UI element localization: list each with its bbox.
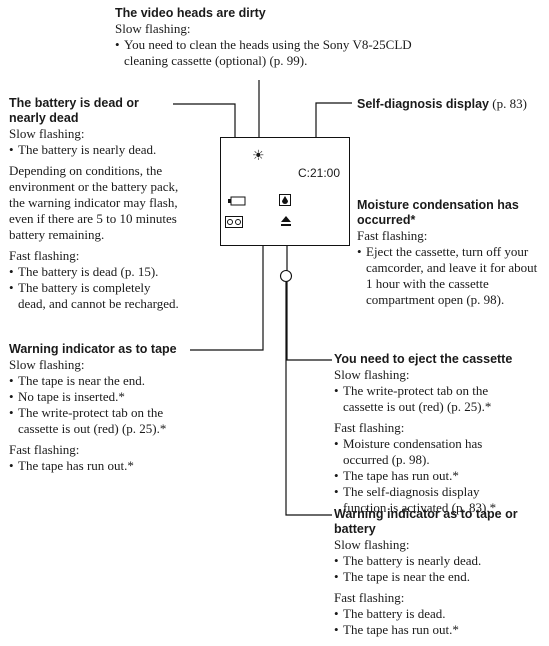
tape-icon bbox=[225, 216, 243, 230]
battery-dead-section: The battery is dead or nearly dead Slow … bbox=[9, 96, 179, 312]
list-item: Eject the cassette, turn off your camcor… bbox=[357, 244, 542, 308]
eject-icon bbox=[280, 215, 292, 229]
list-item: The write-protect tab on the cassette is… bbox=[334, 383, 514, 415]
moisture-icon bbox=[279, 194, 291, 208]
tape-fast-list: The tape has run out.* bbox=[9, 458, 189, 474]
tape-slow-list: The tape is near the end. No tape is ins… bbox=[9, 373, 189, 437]
eject-fast-label: Fast flashing: bbox=[334, 420, 405, 435]
list-item: The battery is nearly dead. bbox=[9, 142, 179, 158]
list-item: The battery is completely dead, and cann… bbox=[9, 280, 179, 312]
video-heads-list: You need to clean the heads using the So… bbox=[115, 37, 445, 69]
callout-line-tape bbox=[190, 231, 264, 351]
moisture-title: Moisture condensation has occurred* bbox=[357, 198, 519, 227]
video-heads-section: The video heads are dirty Slow flashing:… bbox=[115, 6, 445, 69]
eject-title: You need to eject the cassette bbox=[334, 352, 513, 366]
list-item: The self-diagnosis display function is a… bbox=[334, 484, 514, 516]
tape-slow-label: Slow flashing: bbox=[9, 357, 85, 372]
list-item: The tape is near the end. bbox=[334, 569, 544, 585]
battery-fast-label: Fast flashing: bbox=[9, 248, 80, 263]
battery-dead-title: The battery is dead or nearly dead bbox=[9, 96, 139, 125]
battery-fast-list: The battery is dead (p. 15). The battery… bbox=[9, 264, 179, 312]
list-item: No tape is inserted.* bbox=[9, 389, 189, 405]
list-item: The tape is near the end. bbox=[9, 373, 189, 389]
eject-slow-list: The write-protect tab on the cassette is… bbox=[334, 383, 514, 415]
list-item: The battery is dead (p. 15). bbox=[9, 264, 179, 280]
list-item: The tape has run out.* bbox=[9, 458, 189, 474]
tape-battery-title: Warning indicator as to tape or battery bbox=[334, 507, 518, 536]
self-diagnosis-title: Self-diagnosis display bbox=[357, 97, 489, 111]
tape-warning-title: Warning indicator as to tape bbox=[9, 342, 177, 356]
battery-slow-label: Slow flashing: bbox=[9, 126, 85, 141]
battery-icon bbox=[228, 196, 246, 208]
callout-line-tape-battery bbox=[285, 282, 332, 516]
moisture-fast-list: Eject the cassette, turn off your camcor… bbox=[357, 244, 542, 308]
callout-line-eject bbox=[286, 233, 332, 361]
list-item: The write-protect tab on the cassette is… bbox=[9, 405, 189, 437]
tape-warning-section: Warning indicator as to tape Slow flashi… bbox=[9, 342, 189, 474]
battery-paragraph: Depending on conditions, the environment… bbox=[9, 163, 179, 242]
tape-battery-slow-label: Slow flashing: bbox=[334, 537, 410, 552]
battery-slow-list: The battery is nearly dead. bbox=[9, 142, 179, 158]
eject-slow-label: Slow flashing: bbox=[334, 367, 410, 382]
list-item: Moisture condensation has occurred (p. 9… bbox=[334, 436, 514, 468]
indicator-lamp-icon bbox=[279, 269, 293, 285]
eject-section: You need to eject the cassette Slow flas… bbox=[334, 352, 544, 516]
moisture-fast-label: Fast flashing: bbox=[357, 228, 428, 243]
tape-battery-fast-label: Fast flashing: bbox=[334, 590, 405, 605]
tape-fast-label: Fast flashing: bbox=[9, 442, 80, 457]
list-item: You need to clean the heads using the So… bbox=[115, 37, 445, 69]
moisture-section: Moisture condensation has occurred* Fast… bbox=[357, 198, 542, 308]
self-diagnosis-ref: (p. 83) bbox=[488, 96, 527, 111]
tape-battery-section: Warning indicator as to tape or battery … bbox=[334, 507, 544, 638]
tape-battery-slow-list: The battery is nearly dead. The tape is … bbox=[334, 553, 544, 585]
list-item: The battery is dead. bbox=[334, 606, 544, 622]
eject-fast-list: Moisture condensation has occurred (p. 9… bbox=[334, 436, 514, 516]
list-item: The tape has run out.* bbox=[334, 622, 544, 638]
self-diagnosis-code: C:21:00 bbox=[298, 166, 341, 180]
self-diagnosis-section: Self-diagnosis display (p. 83) bbox=[357, 96, 547, 112]
tape-battery-fast-list: The battery is dead. The tape has run ou… bbox=[334, 606, 544, 638]
video-heads-subtitle: Slow flashing: bbox=[115, 21, 191, 36]
video-heads-title: The video heads are dirty bbox=[115, 6, 266, 20]
list-item: The tape has run out.* bbox=[334, 468, 514, 484]
list-item: The battery is nearly dead. bbox=[334, 553, 544, 569]
head-clog-icon: ☀ bbox=[252, 148, 265, 164]
